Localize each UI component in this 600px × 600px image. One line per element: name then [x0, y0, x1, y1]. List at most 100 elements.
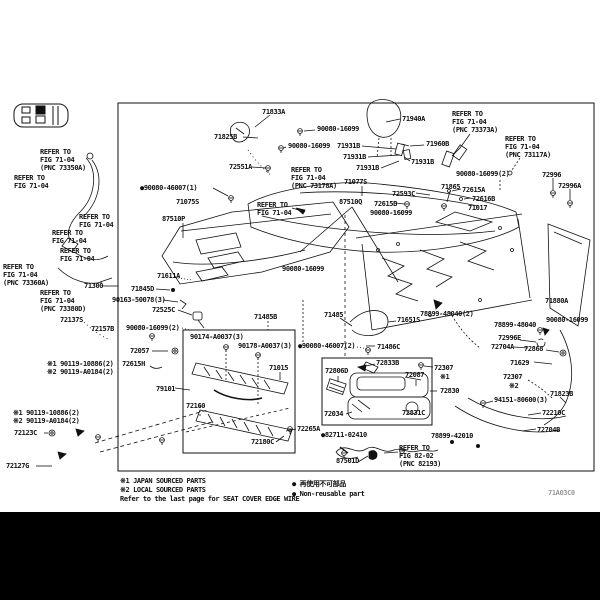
part-label: 72616B — [472, 195, 495, 203]
legend-non-reusable-jp: ● 再使用不可部品 — [292, 480, 346, 488]
part-label: 90080-16099(2) — [126, 324, 180, 332]
part-label: 72057 — [130, 347, 150, 355]
part-label: 87510Q — [339, 198, 362, 206]
diagram-frames — [117, 102, 595, 472]
part-label: 72160 — [186, 402, 206, 410]
part-label: 72615B — [374, 200, 397, 208]
part-label: 71485B — [254, 313, 277, 321]
part-label: 90178-A0037(3) — [238, 342, 292, 350]
part-label: ●90080-46007(2) — [298, 342, 356, 350]
part-label: 72265A — [297, 425, 320, 433]
part-label: ※2 90119-A0184(2) — [47, 368, 114, 376]
part-label: 94151-80600(3) — [494, 396, 548, 404]
part-label: ※2 — [509, 382, 519, 390]
part-label: 72123C — [14, 429, 37, 437]
part-label: 71823B — [550, 390, 573, 398]
part-label: 87510P — [162, 215, 185, 223]
part-label: 72307 — [503, 373, 523, 381]
part-label: REFER TO FIG 71-04 (PNC 73178A) — [291, 166, 337, 190]
part-label: 71833A — [262, 108, 285, 116]
part-label: 71486C — [377, 343, 400, 351]
part-label: 72868 — [524, 345, 544, 353]
armrest-art — [326, 361, 437, 420]
part-label: 71880A — [545, 297, 568, 305]
letterbox-bar — [0, 512, 600, 600]
part-label: 71960B — [426, 140, 449, 148]
part-label: ●90080-46007(1) — [140, 184, 198, 192]
part-label: 71485 — [324, 311, 344, 319]
part-label: 72307 — [434, 364, 454, 372]
part-label: REFER TO FIG 71-04 (PNC 73350A) — [40, 148, 86, 172]
part-label: 71865 — [441, 183, 461, 191]
part-label: 72833B — [376, 359, 399, 367]
seat-rail-art — [149, 350, 293, 443]
part-label: ※1 90119-10886(2) — [47, 360, 114, 368]
part-label: 71075S — [176, 198, 199, 206]
part-label: 71015 — [269, 364, 289, 372]
part-label: 72830 — [440, 387, 460, 395]
part-label: 71651S — [397, 316, 420, 324]
part-label: REFER TO FIG 71-04 — [60, 247, 95, 263]
part-label: 72704A — [491, 343, 514, 351]
side-panel-art — [433, 223, 591, 448]
part-label: 71825B — [214, 133, 237, 141]
part-label: 71931B — [411, 158, 434, 166]
part-label: 71017 — [468, 204, 488, 212]
part-label: 72210C — [542, 409, 565, 417]
part-label: 90080-16099 — [546, 316, 588, 324]
note-local-sourced: ※2 LOCAL SOURCED PARTS — [120, 486, 206, 494]
part-label: REFER TO FIG 71-04 (PNC 73117A) — [505, 135, 551, 159]
note-japan-sourced: ※1 JAPAN SOURCED PARTS — [120, 477, 206, 485]
part-label: 90080-16099 — [288, 142, 330, 150]
part-label: 78899-42010 — [431, 432, 473, 440]
headrest-art — [230, 99, 571, 200]
part-label: 72615H — [122, 360, 145, 368]
part-label: ※1 — [440, 373, 450, 381]
part-label: REFER TO FIG 71-04 (PNC 73380D) — [40, 289, 86, 313]
part-label: 72996A — [558, 182, 581, 190]
part-label: 90080-16099 — [282, 265, 324, 273]
part-label: 72551A — [229, 163, 252, 171]
part-label: ●82711-02410 — [321, 431, 367, 439]
part-label: 90080-16099 — [370, 209, 412, 217]
part-label: 72180C — [251, 438, 274, 446]
strap-buckle-art — [103, 215, 397, 358]
part-label: 72806D — [325, 367, 348, 375]
part-label: 72127G — [6, 462, 29, 470]
part-label: 71077S — [344, 178, 367, 186]
part-label: ※1 90119-10886(2) — [13, 409, 80, 417]
part-label: 71931B — [337, 142, 360, 150]
part-label: REFER TO FIG 71-04 — [79, 213, 114, 229]
note-seat-cover-edge-wire: Refer to the last page for SEAT COVER ED… — [120, 495, 300, 503]
part-label: 87501D — [336, 457, 359, 465]
part-label: 72157B — [91, 325, 114, 333]
part-label: 72087 — [405, 371, 425, 379]
part-label: 72525C — [152, 306, 175, 314]
part-label: 71940A — [402, 115, 425, 123]
part-label: 71629 — [510, 359, 530, 367]
part-label: 72831C — [402, 409, 425, 417]
part-label: 78899-48040(2) — [420, 310, 474, 318]
vehicle-position-icon — [13, 103, 69, 128]
legend-non-reusable-en: ● Non-reusable part — [292, 490, 365, 498]
part-label: REFER TO FIG 71-04 (PNC 73373A) — [452, 110, 498, 134]
part-label: 71845D — [131, 285, 154, 293]
part-label: REFER TO FIG 71-04 (PNC 73360A) — [3, 263, 49, 287]
part-label: REFER TO FIG 71-04 — [14, 174, 49, 190]
part-label: 71611A — [157, 272, 180, 280]
part-label: 72704B — [537, 426, 560, 434]
part-label: 79101 — [156, 385, 176, 393]
part-label: 72593C — [392, 190, 415, 198]
part-label: REFER TO FIG 82-02 (PNC 82193) — [399, 444, 441, 468]
part-label: 72996E — [498, 334, 521, 342]
part-label: 72137S — [60, 316, 83, 324]
part-label: 90080-16099(2) — [456, 170, 510, 178]
part-label: 71931B — [343, 153, 366, 161]
part-label: REFER TO FIG 71-04 — [257, 201, 292, 217]
seat-frame-art — [355, 188, 533, 331]
wire-harness-art — [285, 428, 439, 463]
part-label: ※2 90119-A0184(2) — [13, 417, 80, 425]
seat-cushion-art — [247, 182, 520, 283]
